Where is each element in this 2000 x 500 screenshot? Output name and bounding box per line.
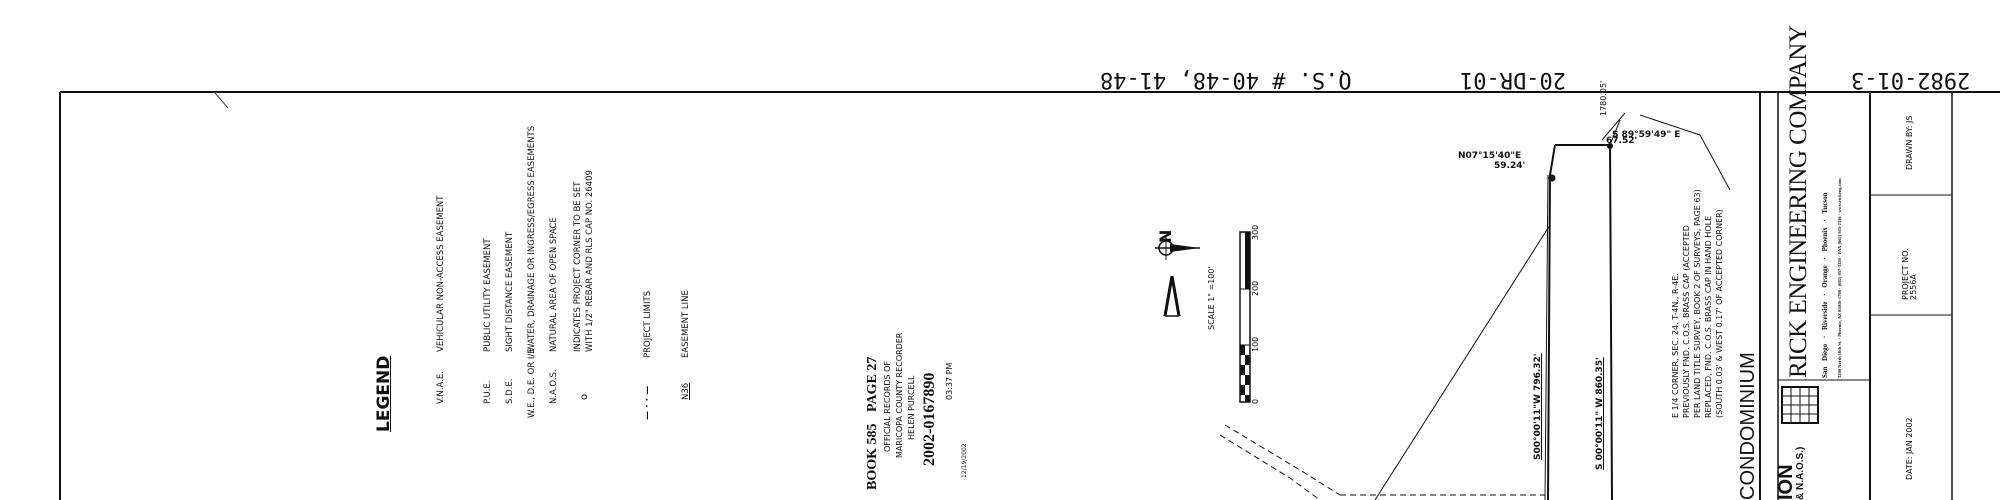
condominium-title: CONDOMINIUM xyxy=(1737,352,1759,500)
recording-line3: HELEN PURCELL xyxy=(907,375,916,440)
drawn-by: DRAWN BY: JS xyxy=(1905,115,1914,170)
legend-sym-corner: o xyxy=(579,393,590,400)
legend-sym-easement-line: N36 xyxy=(681,382,691,400)
legend-text-easements: WATER, DRAINAGE OR INGRESS/EGRESS EASEME… xyxy=(527,125,537,352)
legend-text-naos: NATURAL AREA OF OPEN SPACE xyxy=(549,217,559,352)
scale-bar xyxy=(1239,231,1251,403)
legend-text-easement-line: EASEMENT LINE xyxy=(681,290,691,358)
scale-tick-0: 0 xyxy=(1251,398,1260,404)
legend-text-sde: SIGHT DISTANCE EASEMENT xyxy=(505,231,515,352)
date-field: DATE: JAN 2002 xyxy=(1905,417,1914,480)
title-naos: & N.A.O.S.) xyxy=(1795,446,1806,500)
corner-note-1: E 1/4 CORNER, SEC. 24, T-4N., R-4E. xyxy=(1671,273,1680,418)
legend-sym-naos: N.A.O.S. xyxy=(549,369,559,404)
recording-date: 12/19/2002 xyxy=(961,443,968,478)
scale-tick-100: 100 xyxy=(1251,336,1260,352)
distance-top: 67.52' xyxy=(1606,136,1638,146)
recording-page: PAGE 27 xyxy=(865,356,880,412)
legend-sym-sde: S.D.E. xyxy=(505,378,515,404)
scale-text: SCALE 1" =100' xyxy=(1207,266,1216,330)
recording-line2: MARICOPA COUNTY RECORDER xyxy=(895,332,904,458)
title-fragment: ION xyxy=(1775,464,1797,500)
scale-tick-200: 200 xyxy=(1251,280,1260,296)
company-address: 3200 North 16th St. · Phoenix, AZ 85016-… xyxy=(1837,178,1842,378)
title-block-lines xyxy=(1759,92,1953,500)
qs-reference: Q.S. # 40-48, 41-48 xyxy=(1100,67,1352,92)
corner-note-4: REPLACED, FND. C.O.S. BRASS CAP IN HAND … xyxy=(1704,215,1713,418)
company-offices: San Diego · Riverside · Orange · Phoenix… xyxy=(1821,192,1829,378)
north-arrow-icon xyxy=(1155,236,1200,317)
legend-sym-vnae: V.N.A.E. xyxy=(436,371,446,404)
legend-sym-easements: W.E., D.E. OR I/E xyxy=(527,348,537,418)
legend-text-project-limits: PROJECT LIMITS xyxy=(643,290,653,358)
legend-text-pue: PUBLIC UTILITY EASEMENT xyxy=(483,238,493,352)
legend-text-corner-2: WITH 1/2" REBAR AND RLS CAP NO. 26409 xyxy=(585,170,595,352)
corner-note-3: PER LAND TITLE SURVEY, BOOK 2 OF SURVEYS… xyxy=(1693,189,1702,418)
legend-text-corner: INDICATES PROJECT CORNER TO BE SET xyxy=(573,181,583,352)
scale-tick-300: 300 xyxy=(1251,224,1260,240)
company-logo-icon xyxy=(1781,386,1819,424)
line-west-label: S00°00'11"W 796.32' xyxy=(1533,353,1543,460)
legend-sym-pue: P.U.E. xyxy=(483,380,493,405)
parcel-boundary xyxy=(1219,112,1731,500)
case-id: 20-DR-01 xyxy=(1460,67,1566,92)
corner-note-2: PREVIOUSLY FND. C.O.S. BRASS CAP (ACCEPT… xyxy=(1682,225,1691,418)
sheet-id: 2982-01-3 xyxy=(1850,67,1970,92)
corner-note-5: (SOUTH 0.03' & WEST 0.17' OF ACCEPTED CO… xyxy=(1715,209,1724,418)
north-label: N xyxy=(1156,229,1175,243)
recording-time: 03:37 PM xyxy=(945,362,954,400)
line-east-label: S 00°00'11" W 860.35' xyxy=(1595,357,1605,470)
legend-title: LEGEND xyxy=(374,355,394,432)
legend-text-vnae: VEHICULAR NON-ACCESS EASEMENT xyxy=(436,195,446,353)
bearing-top: S 89°59'49" E xyxy=(1612,130,1681,140)
recording-book: BOOK 585 xyxy=(865,423,880,490)
bearing-nw: N07°15'40"E xyxy=(1458,151,1522,161)
project-number: PROJECT NO. 2556A xyxy=(1901,248,1918,300)
company-name: RICK ENGINEERING COMPANY xyxy=(1785,25,1812,378)
legend-sym-project-limits: — · · — xyxy=(643,385,653,420)
distance-1780: 1780.05' xyxy=(1599,80,1608,116)
stray-mark xyxy=(214,92,229,109)
recording-line1: OFFICIAL RECORDS OF xyxy=(883,360,892,452)
recording-doc-number: 2002-0167890 xyxy=(921,372,938,466)
distance-nw: 59.24' xyxy=(1494,161,1526,171)
